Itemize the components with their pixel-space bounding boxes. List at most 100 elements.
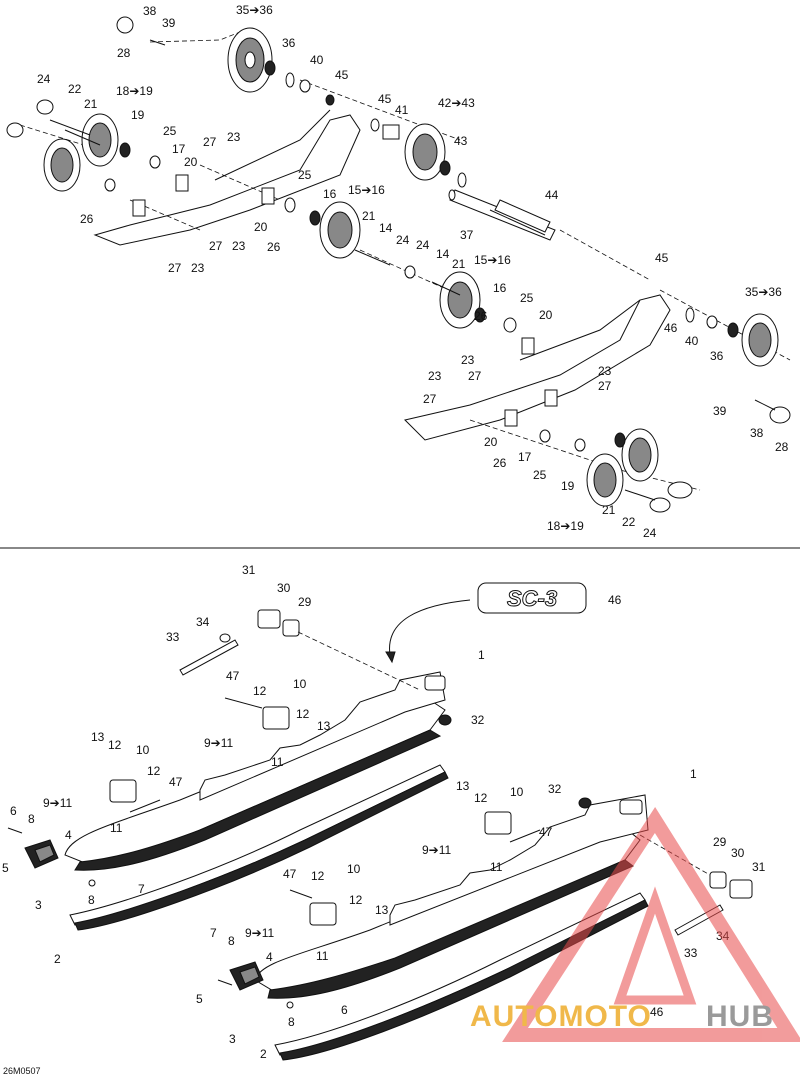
slider-2-upper	[69, 764, 449, 931]
callout-8: 8	[228, 934, 235, 948]
bracket-10-a	[262, 706, 290, 730]
callout-9-11: 9➔11	[245, 926, 275, 940]
callout-13: 13	[456, 779, 470, 793]
callout-10: 10	[136, 743, 150, 757]
callout-13: 13	[375, 903, 389, 917]
callout-2: 2	[260, 1047, 267, 1061]
slider-2-lower	[274, 892, 649, 1061]
callout-37: 37	[460, 228, 474, 242]
callout-6: 6	[341, 1003, 348, 1017]
callout-46: 46	[608, 593, 622, 607]
callout-27: 27	[598, 379, 612, 393]
callout-21: 21	[362, 209, 376, 223]
callout-30: 30	[731, 846, 745, 860]
callout-7: 7	[210, 926, 217, 940]
callout-27: 27	[203, 135, 217, 149]
rail-1-lower	[254, 794, 649, 999]
callout-26: 26	[493, 456, 507, 470]
callout-24: 24	[396, 233, 410, 247]
callout-12: 12	[296, 707, 310, 721]
callout-25: 25	[298, 168, 312, 182]
callout-24: 24	[643, 526, 657, 540]
callout-19: 19	[561, 479, 575, 493]
callout-45: 45	[655, 251, 669, 265]
callout-12: 12	[253, 684, 267, 698]
watermark-triangle	[502, 807, 800, 1042]
callout-23: 23	[428, 369, 442, 383]
callout-27: 27	[468, 369, 482, 383]
callout-11: 11	[316, 949, 329, 963]
upper-assembly	[6, 16, 791, 513]
callout-21: 21	[602, 503, 616, 517]
callout-31: 31	[242, 563, 256, 577]
callout-23: 23	[461, 353, 475, 367]
callout-23: 23	[227, 130, 241, 144]
callout-21: 21	[452, 257, 466, 271]
callout-20: 20	[184, 155, 198, 169]
callout-44: 44	[545, 188, 559, 202]
callout-40: 40	[685, 334, 699, 348]
callout-42-43: 42➔43	[438, 96, 475, 110]
watermark-text-right: HUB	[706, 1000, 774, 1033]
callout-20: 20	[539, 308, 553, 322]
wheel-35-36-right	[741, 313, 779, 367]
callout-30: 30	[277, 581, 291, 595]
callout-11: 11	[110, 821, 123, 835]
callout-22: 22	[68, 82, 82, 96]
callout-6: 6	[10, 804, 17, 818]
wheel-18-19-left	[43, 113, 119, 192]
callout-41: 41	[395, 103, 409, 117]
end-block-5-upper	[24, 839, 59, 869]
callout-47: 47	[539, 825, 553, 839]
callout-11: 11	[271, 755, 284, 769]
callout-14: 14	[436, 247, 450, 261]
callout-10: 10	[510, 785, 524, 799]
callout-26: 26	[80, 212, 94, 226]
callout-26: 26	[474, 309, 488, 323]
callout-26: 26	[267, 240, 281, 254]
callout-18-19: 18➔19	[116, 84, 153, 98]
callout-14: 14	[379, 221, 393, 235]
callout-23: 23	[232, 239, 246, 253]
callout-22: 22	[622, 515, 636, 529]
lower-callouts: 31 30 29 34 33 46 1 47 12 10 12 13 9➔11 …	[2, 563, 766, 1061]
callout-25: 25	[520, 291, 534, 305]
callout-28: 28	[117, 46, 131, 60]
callout-24: 24	[37, 72, 51, 86]
callout-45: 45	[378, 92, 392, 106]
rail-1-upper	[64, 671, 446, 871]
callout-43: 43	[454, 134, 468, 148]
callout-24: 24	[416, 238, 430, 252]
callout-1: 1	[690, 767, 697, 781]
callout-11: 11	[490, 860, 503, 874]
wheel-15-16-a	[319, 201, 361, 259]
wheel-35-36-top	[227, 27, 273, 93]
sc3-decal-top: SC-3	[477, 582, 587, 614]
callout-28: 28	[775, 440, 789, 454]
callout-10: 10	[347, 862, 361, 876]
upper-callouts: 38 39 28 35➔36 36 40 45 24 22 21 18➔19 1…	[37, 3, 789, 540]
callout-3: 3	[35, 898, 42, 912]
callout-46: 46	[664, 321, 678, 335]
callout-38: 38	[143, 4, 157, 18]
callout-20: 20	[484, 435, 498, 449]
callout-36: 36	[710, 349, 724, 363]
callout-33: 33	[166, 630, 180, 644]
callout-4: 4	[65, 828, 72, 842]
bracket-10-c	[484, 811, 512, 835]
callout-20: 20	[254, 220, 268, 234]
end-block-5-lower	[229, 961, 264, 991]
callout-47: 47	[283, 867, 297, 881]
callout-27: 27	[168, 261, 182, 275]
callout-15-16: 15➔16	[348, 183, 385, 197]
pivot-29-30-upper	[179, 609, 300, 676]
callout-17: 17	[518, 450, 532, 464]
callout-38: 38	[750, 426, 764, 440]
callout-36: 36	[282, 36, 296, 50]
callout-8: 8	[28, 812, 35, 826]
callout-4: 4	[266, 950, 273, 964]
callout-16: 16	[493, 281, 507, 295]
lower-assembly: SC-3	[7, 582, 753, 1061]
callout-31: 31	[752, 860, 766, 874]
